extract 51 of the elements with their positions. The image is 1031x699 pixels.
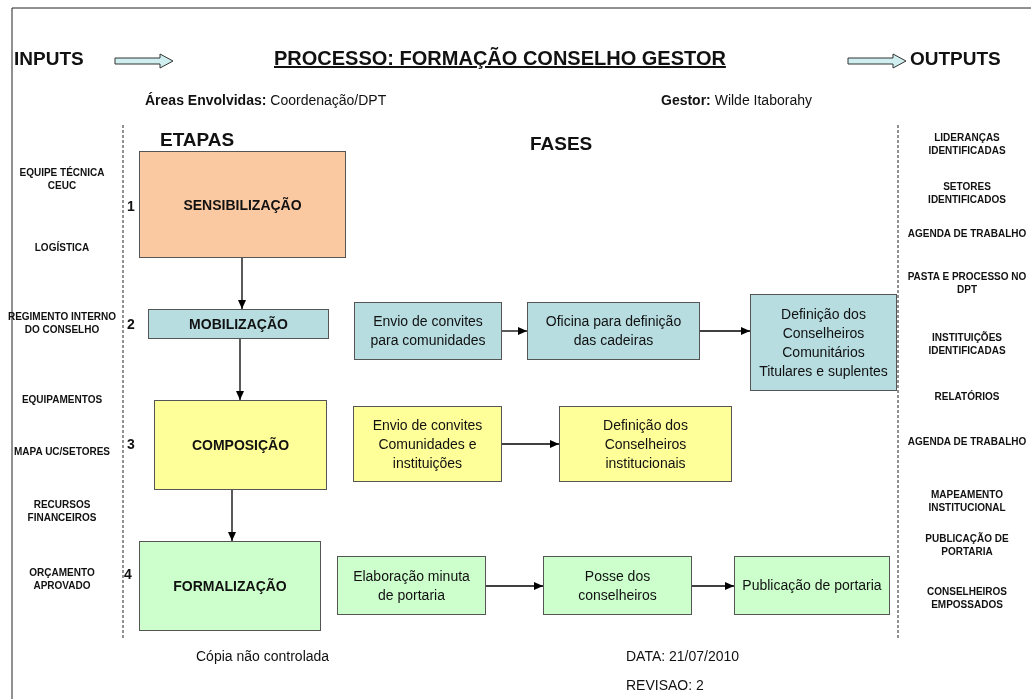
input-item: MAPA UC/SETORES (13, 445, 111, 458)
input-item: EQUIPAMENTOS (20, 393, 104, 406)
phase-box: Oficina para definição das cadeiras (527, 302, 700, 360)
output-item: MAPEAMENTO INSTITUCIONAL (927, 488, 1007, 514)
output-item: AGENDA DE TRABALHO (906, 227, 1028, 240)
column-heading: FASES (530, 133, 593, 155)
info-text: Áreas Envolvidas: Coordenação/DPT (145, 92, 387, 108)
phase-box: Definição dos Conselheiros institucionais (559, 406, 732, 482)
stage-box: COMPOSIÇÃO (154, 400, 327, 490)
title: PROCESSO: FORMAÇÃO CONSELHO GESTOR (274, 47, 726, 70)
output-item: RELATÓRIOS (933, 390, 1001, 403)
column-heading: ETAPAS (160, 129, 235, 151)
step-number: 4 (124, 566, 132, 582)
footer-text: Cópia não controlada (196, 648, 330, 664)
arrow (501, 327, 528, 335)
step-number: 2 (127, 316, 135, 332)
output-item: SETORES IDENTIFICADOS (927, 180, 1007, 206)
phase-box: Elaboração minuta de portaria (337, 556, 486, 615)
output-item: CONSELHEIROS EMPOSSADOS (926, 585, 1008, 611)
io-heading: INPUTS (14, 48, 84, 70)
arrow (228, 489, 236, 542)
output-item: INSTITUIÇÕES IDENTIFICADAS (927, 331, 1007, 357)
input-item: REGIMENTO INTERNO DO CONSELHO (6, 310, 118, 336)
arrow (699, 327, 751, 335)
footer-text: DATA: 21/07/2010 (626, 648, 740, 664)
arrow (501, 440, 560, 448)
phase-box: Envio de convites Comunidades e instituições (353, 406, 502, 482)
stage-box: SENSIBILIZAÇÃO (139, 151, 346, 258)
stage-box: FORMALIZAÇÃO (139, 541, 321, 631)
phase-box: Envio de convites para comunidades (354, 302, 502, 360)
input-item: ORÇAMENTO APROVADO (28, 566, 96, 592)
arrow (485, 582, 544, 590)
phase-box: Posse dos conselheiros (543, 556, 692, 615)
stage-box: MOBILIZAÇÃO (148, 309, 329, 339)
phase-box: Publicação de portaria (734, 556, 890, 615)
arrow (238, 257, 246, 310)
step-number: 1 (127, 198, 135, 214)
arrow (236, 338, 244, 401)
phase-box: Definição dos Conselheiros Comunitários Titulares e suplentes (750, 294, 897, 391)
footer-text: REVISAO: 2 (626, 677, 704, 693)
io-heading: OUTPUTS (910, 48, 1001, 70)
output-item: PASTA E PROCESSO NO DPT (906, 270, 1028, 296)
input-item: EQUIPE TÉCNICA CEUC (18, 166, 106, 192)
step-number: 3 (127, 436, 135, 452)
arrow (691, 582, 735, 590)
output-item: LIDERANÇAS IDENTIFICADAS (927, 131, 1007, 157)
info-text: Gestor: Wilde Itaborahy (661, 92, 812, 108)
output-item: AGENDA DE TRABALHO (906, 435, 1028, 448)
output-item: PUBLICAÇÃO DE PORTARIA (924, 532, 1010, 558)
input-item: LOGÍSTICA (33, 241, 91, 254)
input-item: RECURSOS FINANCEIROS (26, 498, 98, 524)
